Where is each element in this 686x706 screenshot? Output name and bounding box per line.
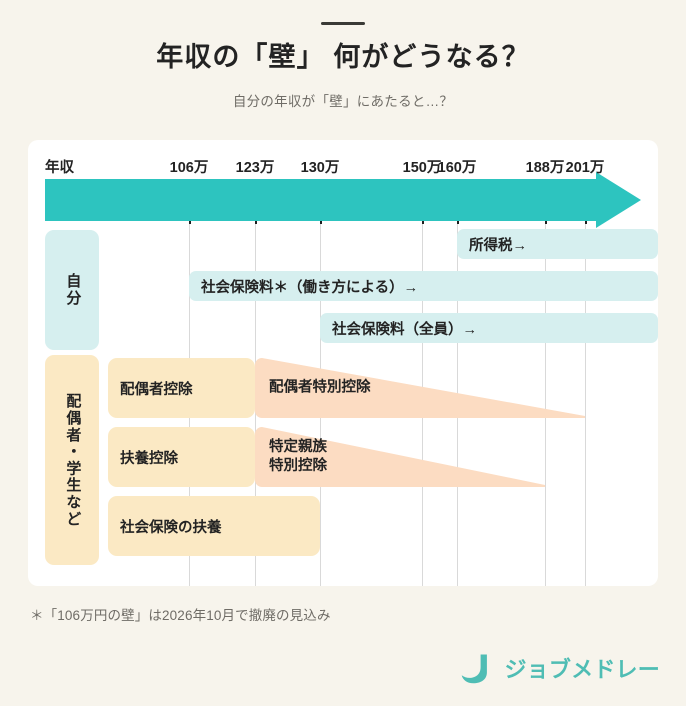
wedge-specified-relative-special-deduction: 特定親族 特別控除 <box>255 427 545 487</box>
axis-arrow-head-icon <box>596 172 641 228</box>
group-label-self: 自分 <box>45 230 99 350</box>
gridline-160 <box>457 187 458 586</box>
wedge-spouse-special-deduction-shape <box>255 358 585 418</box>
group-label-family: 配偶者・学生など <box>45 355 99 565</box>
axis-tick-label-130: 130万 <box>300 160 340 176</box>
gridline-188 <box>545 187 546 586</box>
bar-spouse-deduction: 配偶者控除 <box>108 358 255 418</box>
gridline-201 <box>585 187 586 586</box>
income-axis-arrow <box>45 172 641 228</box>
axis-tick-label-160: 160万 <box>437 160 477 176</box>
axis-tick-label-106: 106万 <box>169 160 209 176</box>
axis-tick-label-150: 150万 <box>402 160 442 176</box>
bar-income-tax: 所得税→ <box>457 229 658 259</box>
brand-logo-text: ジョブメドレー <box>504 657 660 682</box>
page-title: 年収の「壁」 何がどうなる？ <box>156 42 530 72</box>
bar-dependent-deduction: 扶養控除 <box>108 427 255 487</box>
wedge-label-specified-relative-special-deduction: 特定親族 特別控除 <box>269 439 327 474</box>
axis-tick-label-123: 123万 <box>235 160 275 176</box>
footnote: ＊「106万円の壁」は2026年10月で撤廃の見込み <box>30 608 331 623</box>
axis-tick-label-201: 201万 <box>565 160 605 176</box>
wedge-label-spouse-special-deduction: 配偶者特別控除 <box>269 379 371 396</box>
bar-social-insurance-all: 社会保険料（全員）→ <box>320 313 658 343</box>
bar-social-insurance-depends: 社会保険料＊（働き方による）→ <box>189 271 658 301</box>
axis-title: 年収 <box>45 160 74 176</box>
chart-card: 年収 106万 123万 130万 150万 160万 188万 201万 自分… <box>28 140 658 586</box>
wedge-specified-relative-shape <box>255 427 545 487</box>
page-header: 年収の「壁」 何がどうなる？ 自分の年収が「壁」にあたると…？ <box>0 0 686 110</box>
bar-label-social-insurance-depends: 社会保険料＊（働き方による）→ <box>201 279 419 296</box>
axis-tick-label-188: 188万 <box>525 160 565 176</box>
income-threshold-chart: 年収 106万 123万 130万 150万 160万 188万 201万 自分… <box>28 140 658 586</box>
brand-logo: ジョブメドレー <box>459 650 660 686</box>
wedge-spouse-special-deduction: 配偶者特別控除 <box>255 358 585 418</box>
gridline-150 <box>422 187 423 586</box>
axis-arrow-body <box>45 179 601 221</box>
page-subtitle: 自分の年収が「壁」にあたると…？ <box>232 94 454 110</box>
bar-social-insurance-dependent: 社会保険の扶養 <box>108 496 320 556</box>
title-divider <box>321 22 365 25</box>
j-mark-icon <box>462 654 488 684</box>
